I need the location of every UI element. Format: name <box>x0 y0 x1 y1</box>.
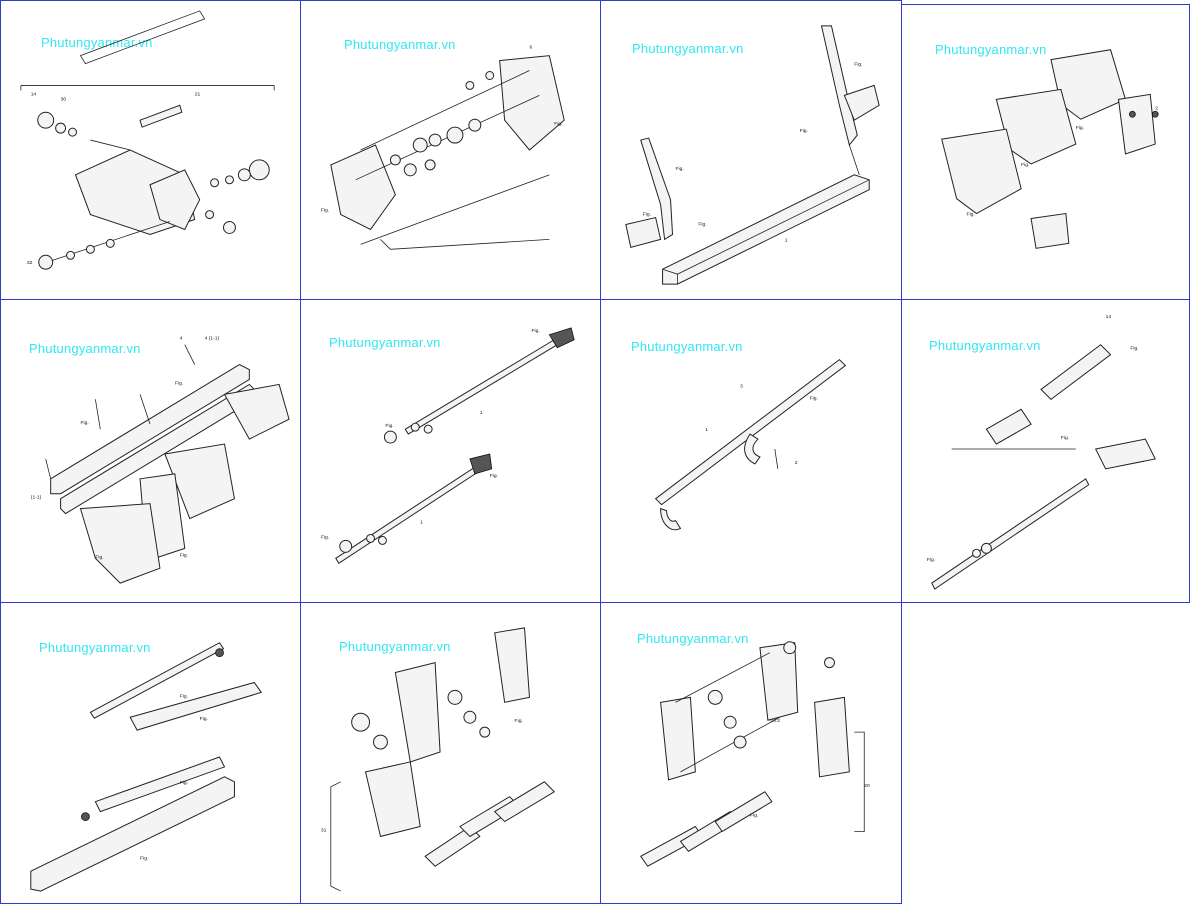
watermark-text: Phutungyanmar.vn <box>632 41 744 56</box>
watermark-text: Phutungyanmar.vn <box>339 639 451 654</box>
diagram-panel-5[interactable]: Phutungyanmar.vn 4 4 (1-1) Fig. Fig. Fig. Fig… <box>0 299 301 603</box>
diagram-panel-3[interactable]: Phutungyanmar.vn Fig. Fig. Fig. Fig. Fig. 1 <box>600 0 902 300</box>
svg-text:Fig.: Fig. <box>80 420 88 426</box>
svg-text:3: 3 <box>740 383 743 389</box>
svg-text:Fig.: Fig. <box>515 718 523 724</box>
svg-text:31: 31 <box>321 827 327 833</box>
svg-text:V3.2: V3.2 <box>770 718 780 724</box>
svg-text:14: 14 <box>31 91 37 97</box>
svg-text:32: 32 <box>27 260 33 266</box>
watermark-text: Phutungyanmar.vn <box>935 42 1047 57</box>
feed-screw-drawing: Fig. Fig. Fig. 14 <box>927 314 1156 590</box>
svg-text:30: 30 <box>61 96 67 102</box>
diagram-panel-10[interactable]: Phutungyanmar.vn Fig. 31 <box>300 602 601 904</box>
frame-rail-drawing: Fig. Fig. Fig. Fig. Fig. 1 <box>625 25 880 285</box>
watermark-text: Phutungyanmar.vn <box>29 341 141 356</box>
svg-text:Fig.: Fig. <box>531 328 539 334</box>
svg-text:Fig.: Fig. <box>95 554 103 560</box>
diagram-panel-8[interactable]: Phutungyanmar.vn Fig. Fig. Fig. 14 <box>901 299 1190 603</box>
diagram-panel-6[interactable]: Phutungyanmar.vn Fig. Fig. Fig. Fig. 1 1 <box>300 299 601 603</box>
diagram-panel-4[interactable]: Phutungyanmar.vn Fig. Fig. Fig. 2 <box>901 4 1190 300</box>
feed-rail-drawing: Fig. Fig. Fig. Fig. <box>30 642 263 892</box>
svg-text:Fig.: Fig. <box>180 780 188 786</box>
svg-text:(1-1): (1-1) <box>31 495 42 501</box>
svg-text:Fig.: Fig. <box>321 534 329 540</box>
svg-text:Fig.: Fig. <box>180 693 188 699</box>
svg-text:1: 1 <box>480 410 483 416</box>
svg-text:Fig.: Fig. <box>1076 125 1084 131</box>
drive-shafts-drawing: Fig. Fig. Fig. Fig. 1 1 <box>321 327 575 564</box>
svg-text:Fig.: Fig. <box>810 395 818 401</box>
svg-text:Fig.: Fig. <box>854 62 862 68</box>
main-beam-drawing: 4 4 (1-1) Fig. Fig. Fig. Fig. (1-1) <box>31 336 290 584</box>
svg-text:Fig.: Fig. <box>321 208 329 214</box>
svg-text:1: 1 <box>705 427 708 433</box>
diagram-panel-7[interactable]: Phutungyanmar.vn Fig. 1 2 3 <box>600 299 902 603</box>
svg-text:Fig.: Fig. <box>140 855 148 861</box>
watermark-text: Phutungyanmar.vn <box>344 37 456 52</box>
svg-text:Fig.: Fig. <box>1061 435 1069 441</box>
svg-text:Fig.: Fig. <box>643 212 651 218</box>
watermark-text: Phutungyanmar.vn <box>631 339 743 354</box>
svg-text:Fig.: Fig. <box>927 557 935 563</box>
watermark-text: Phutungyanmar.vn <box>637 631 749 646</box>
svg-text:Fig.: Fig. <box>385 423 393 429</box>
svg-text:6: 6 <box>529 45 532 51</box>
watermark-text: Phutungyanmar.vn <box>929 338 1041 353</box>
svg-text:Fig.: Fig. <box>1130 346 1138 352</box>
exploded-gearcase-drawing: 14 30 21 32 <box>20 10 275 270</box>
svg-text:1: 1 <box>785 237 788 243</box>
svg-text:Fig.: Fig. <box>1021 162 1029 168</box>
svg-text:2: 2 <box>1155 105 1158 111</box>
svg-text:Fig.: Fig. <box>180 552 188 558</box>
lever-shaft-drawing: Fig. 1 2 3 <box>654 358 847 531</box>
watermark-text: Phutungyanmar.vn <box>39 640 151 655</box>
svg-text:1: 1 <box>420 520 423 526</box>
svg-text:Fig.: Fig. <box>750 813 758 819</box>
svg-text:14: 14 <box>1106 314 1112 320</box>
svg-text:21: 21 <box>195 91 201 97</box>
svg-text:Fig.: Fig. <box>698 221 706 227</box>
svg-text:Fig.: Fig. <box>554 121 562 127</box>
diagram-panel-9[interactable]: Phutungyanmar.vn Fig. Fig. Fig. Fig. <box>0 602 301 904</box>
watermark-text: Phutungyanmar.vn <box>329 335 441 350</box>
svg-text:4: 4 <box>180 336 183 342</box>
svg-text:Fig.: Fig. <box>200 716 208 722</box>
svg-text:Fig.: Fig. <box>800 128 808 134</box>
svg-text:Fig.: Fig. <box>676 166 684 172</box>
exploded-gear-train-drawing: Fig. 31 <box>321 627 556 892</box>
svg-text:Fig.: Fig. <box>175 380 183 386</box>
svg-text:4 (1-1): 4 (1-1) <box>205 336 220 342</box>
svg-text:Fig.: Fig. <box>967 212 975 218</box>
svg-text:20: 20 <box>864 783 870 789</box>
svg-text:2: 2 <box>795 460 798 466</box>
svg-text:Fig.: Fig. <box>490 473 498 479</box>
divider-assembly-drawing: Fig. Fig. Fig. 2 <box>941 49 1159 249</box>
